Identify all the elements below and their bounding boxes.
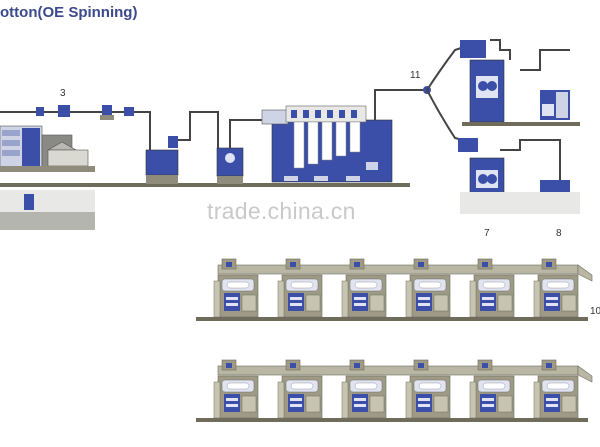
blowroom-section: 3 11 [0, 70, 425, 230]
rotor-machine [469, 258, 515, 318]
rotor-machine [341, 359, 387, 419]
duct [217, 365, 579, 376]
rotor-machine [277, 258, 323, 318]
rotor-machine [277, 359, 323, 419]
pipe-11 [374, 89, 425, 120]
rotor-machine [533, 359, 579, 419]
spinning-row-lower [196, 359, 593, 422]
rotor-machine [405, 258, 451, 318]
label-10: 10 [590, 306, 600, 317]
duct [217, 264, 579, 275]
pipe-3 [0, 111, 151, 150]
spinning-row-upper [196, 258, 593, 321]
card-section: 7 8 [423, 39, 580, 239]
rotor-machine [405, 359, 451, 419]
rotor-machine [213, 359, 259, 419]
label-7: 7 [484, 228, 490, 239]
rotor-machine [213, 258, 259, 318]
floor-rail [196, 317, 588, 321]
condenser [145, 149, 179, 176]
rotor-machine [469, 359, 515, 419]
floor-rail [196, 418, 588, 422]
page-title: otton(OE Spinning) [0, 4, 138, 21]
label-11: 11 [410, 70, 421, 81]
floor-line [0, 183, 410, 187]
label-3: 3 [60, 88, 66, 99]
label-8: 8 [556, 228, 562, 239]
watermark: trade.china.cn [207, 198, 356, 224]
rotor-machine [533, 258, 579, 318]
rotor-machine [341, 258, 387, 318]
